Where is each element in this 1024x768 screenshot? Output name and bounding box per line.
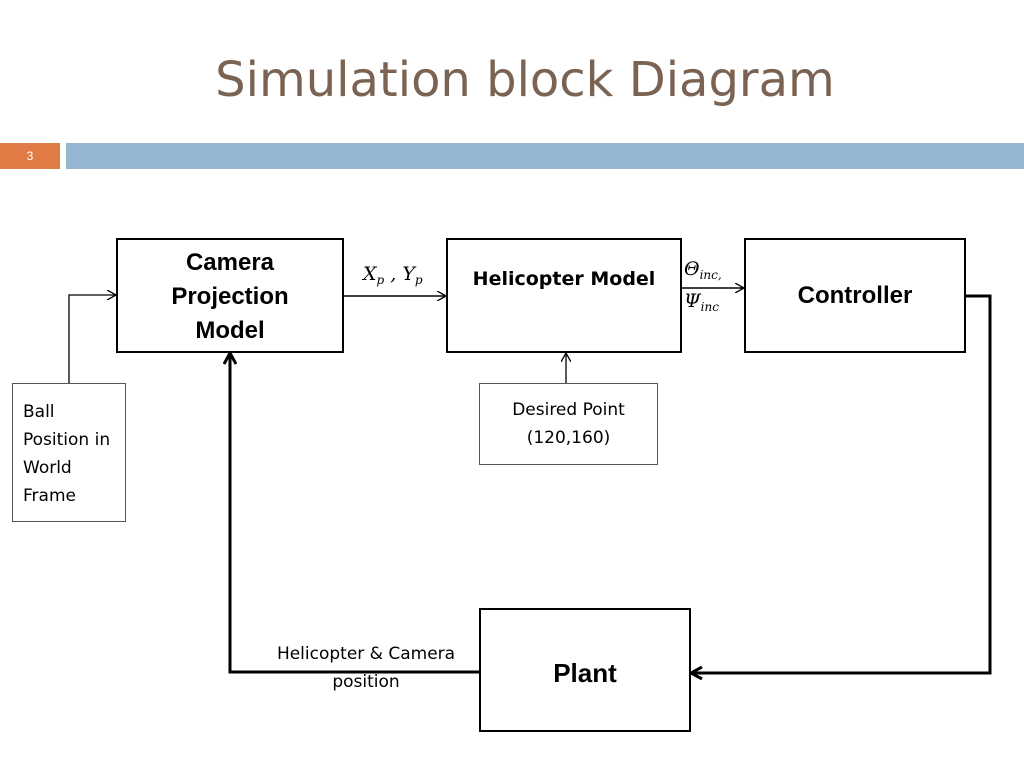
controller-block: Controller — [744, 238, 966, 353]
feedback-label-line1: Helicopter & Camera — [276, 644, 456, 664]
theta-symbol: Θ — [684, 258, 700, 280]
ball-position-input-block: Ball Position in World Frame — [12, 383, 126, 522]
yp-symbol: Y — [402, 263, 415, 285]
desired-point-line1: Desired Point — [512, 400, 625, 420]
ball-input-line1: Ball — [23, 402, 55, 422]
controller-block-label: Controller — [797, 282, 913, 309]
plant-block: Plant — [479, 608, 691, 732]
helicopter-model-block: Helicopter Model — [446, 238, 682, 353]
yp-subscript: p — [414, 273, 423, 287]
psi-subscript: inc — [700, 300, 719, 314]
slide-title: Simulation block Diagram — [215, 52, 835, 108]
camera-block-line1: Camera — [185, 249, 275, 276]
camera-block-line2: Projection — [171, 283, 289, 310]
ball-input-line3: World — [23, 458, 72, 478]
xp-symbol: X — [363, 263, 377, 285]
ball-input-line2: Position in — [23, 430, 111, 450]
camera-projection-model-block: Camera Projection Model — [116, 238, 344, 353]
xp-subscript: p — [376, 273, 385, 287]
feedback-signal-label: Helicopter & Camera position — [266, 640, 466, 696]
psi-symbol: Ψ — [684, 290, 701, 312]
ball-to-camera-arrow — [68, 295, 116, 383]
output-separator: , — [390, 263, 397, 285]
camera-output-label: Xp , Yp — [363, 263, 423, 287]
plant-to-camera-arrow — [230, 353, 479, 674]
ball-input-line4: Frame — [23, 486, 76, 506]
feedback-label-line2: position — [332, 672, 400, 692]
camera-block-line3: Model — [195, 317, 265, 344]
helicopter-block-label: Helicopter Model — [472, 268, 656, 290]
theta-label: Θinc, — [684, 258, 722, 282]
plant-block-label: Plant — [553, 658, 617, 688]
theta-subscript: inc, — [699, 268, 722, 282]
desired-point-input-block: Desired Point (120,160) — [479, 383, 658, 465]
slide-number: 3 — [0, 143, 60, 169]
desired-point-line2: (120,160) — [526, 428, 611, 448]
header-bar — [66, 143, 1024, 169]
psi-label: Ψinc — [684, 290, 719, 314]
controller-to-plant-arrow — [691, 294, 992, 673]
